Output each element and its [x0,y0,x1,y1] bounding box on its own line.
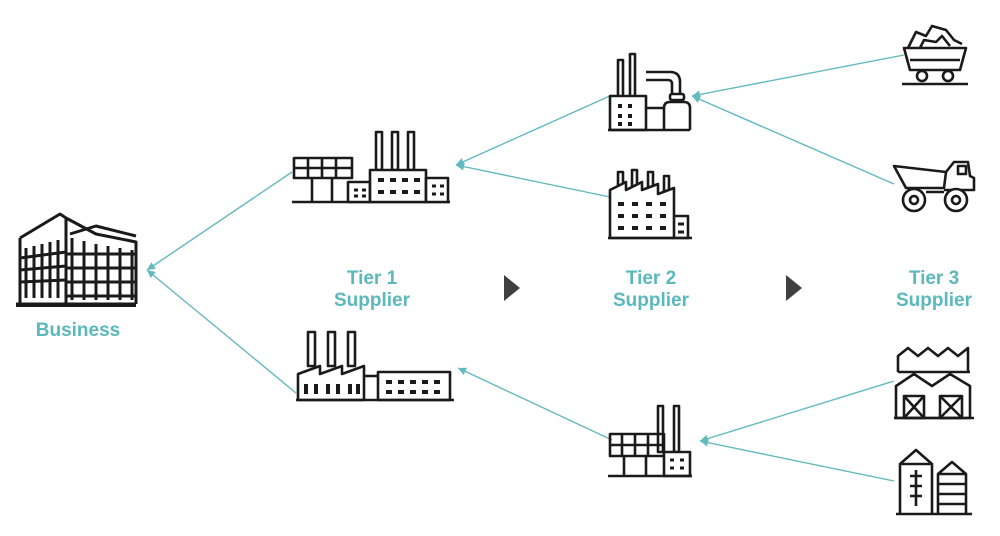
tier3-label-line2: Supplier [895,290,972,311]
chevron-right-icon [504,275,520,301]
office-building-icon [10,208,142,308]
arrowhead-icon [458,367,467,376]
flow-line-tier2_top-to-tier1_top [455,94,613,166]
arrowhead-icon [700,438,709,447]
flow-line-tier3_dump_truck-to-tier2_top [691,95,895,185]
flow-line-tier3_warehouses-to-tier2_bottom [699,380,895,442]
grain-silos-icon [896,446,976,518]
arrowhead-icon [147,270,156,279]
tier1-label-line1: Tier 1 [346,268,398,289]
business-label-text: Business [35,320,121,341]
mine-cart-icon [902,22,968,88]
factory-solar-panels-icon [292,128,452,206]
flow-line-tier2_bottom-to-tier1_bottom [457,367,613,441]
arrowhead-icon [456,162,465,171]
arrowhead-icon [147,262,156,270]
flow-line-tier1_top-to-business [146,171,293,271]
tier1-label: Tier 1 Supplier [312,268,432,312]
business-label: Business [18,320,138,342]
sawtooth-factory-icon [608,168,694,242]
tier1-label-line2: Supplier [333,290,410,311]
chevron-right-icon [786,275,802,301]
refinery-plant-icon [608,52,692,134]
arrowhead-icon [692,95,701,103]
factory-solar-panel-small-icon [608,404,694,480]
flow-line-tier1_bottom-to-business [146,269,297,394]
mining-dump-truck-icon [892,158,978,214]
flow-line-tier3_mine_cart-to-tier2_top [691,54,905,97]
flow-line-tier3_silos-to-tier2_bottom [699,440,895,482]
flow-line-tier2_middle-to-tier1_top [455,164,611,198]
tier2-label-line2: Supplier [612,290,689,311]
factory-smokestacks-icon [296,328,456,404]
tier2-label: Tier 2 Supplier [591,268,711,312]
flow-layer [146,54,905,482]
tier2-label-line1: Tier 2 [625,268,677,289]
tier3-label-line1: Tier 3 [908,268,960,289]
tier3-label: Tier 3 Supplier [874,268,994,312]
warehouses-icon [894,344,974,422]
